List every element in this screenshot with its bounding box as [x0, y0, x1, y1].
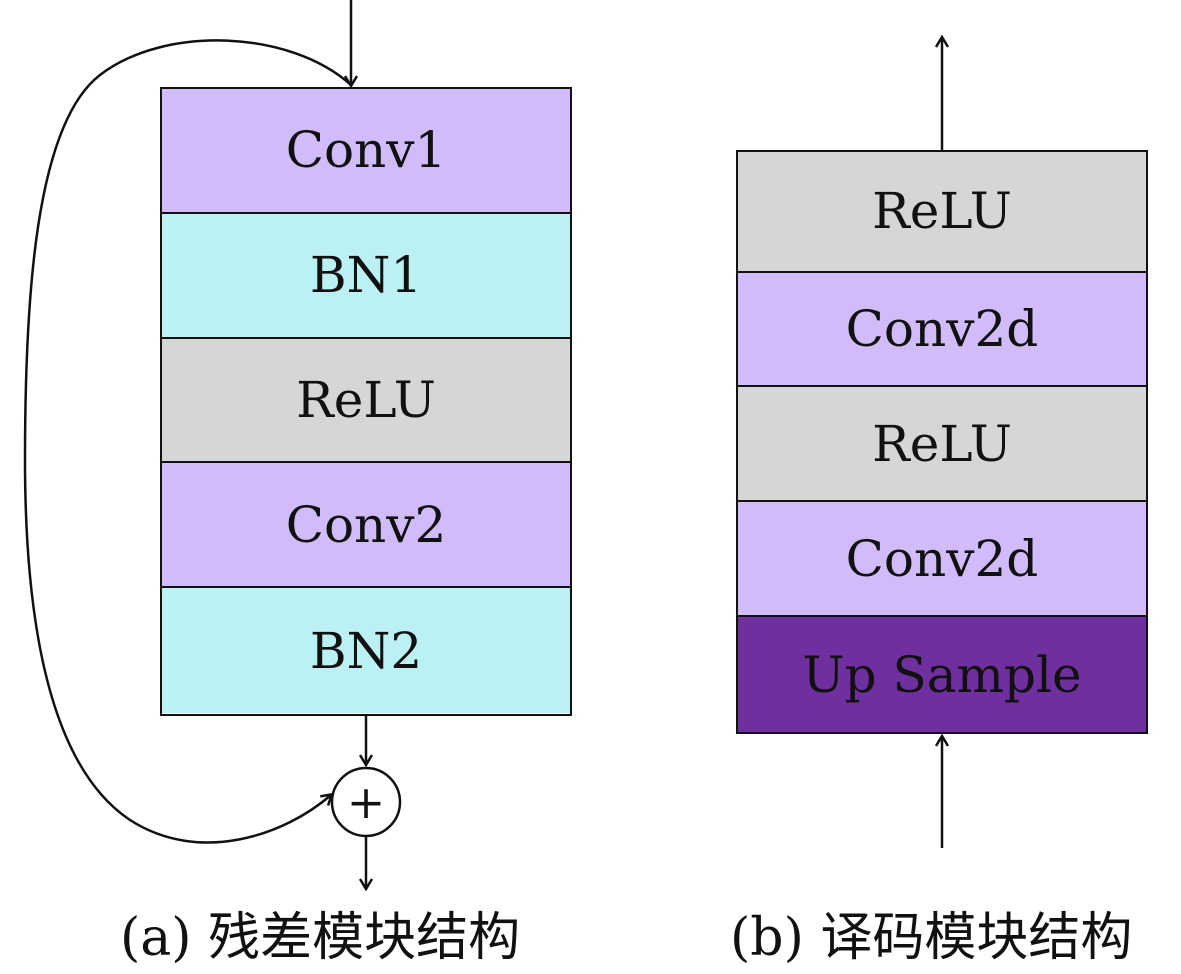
layer-relu: ReLU [162, 338, 570, 464]
residual-block-stack: Conv1 BN1 ReLU Conv2 BN2 [160, 87, 572, 716]
decoder-block-stack: ReLU Conv2d ReLU Conv2d Up Sample [736, 150, 1148, 734]
sum-symbol: + [347, 775, 386, 829]
layer-conv2: Conv2 [162, 463, 570, 589]
layer-conv2d-upper: Conv2d [738, 272, 1146, 388]
layer-bn1: BN1 [162, 213, 570, 339]
skip-connection-arrow [23, 39, 352, 844]
layer-up-sample: Up Sample [738, 617, 1146, 733]
layer-bn2: BN2 [162, 588, 570, 713]
layer-relu-top: ReLU [738, 152, 1146, 273]
layer-relu-middle: ReLU [738, 387, 1146, 503]
caption-decoder-block: (b) 译码模块结构 [730, 908, 1133, 968]
layer-conv1: Conv1 [162, 89, 570, 214]
layer-conv2d-lower: Conv2d [738, 502, 1146, 618]
caption-residual-block: (a) 残差模块结构 [120, 908, 521, 968]
